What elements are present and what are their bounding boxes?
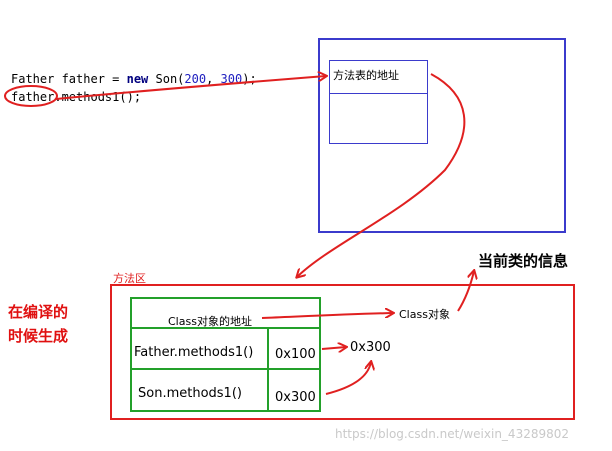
code-line-2: father.methods1(); [11, 90, 141, 104]
method-name: Son.methods1() [138, 386, 242, 401]
arg-number: 200 [184, 72, 207, 86]
class-object-label: Class对象 [399, 308, 450, 321]
method-area-label: 方法区 [113, 272, 146, 285]
code-text: , [206, 72, 221, 86]
code-text: Father father = [11, 72, 127, 86]
code-text: Son( [148, 72, 185, 86]
class-object-address-cell: Class对象的地址 [130, 297, 321, 329]
class-object-address-label: Class对象的地址 [168, 315, 252, 328]
arg-number: 300 [220, 72, 243, 86]
watermark: https://blog.csdn.net/weixin_43289802 [335, 427, 570, 441]
code-text: ); [242, 72, 257, 86]
address-cell-father: 0x100 [267, 327, 321, 370]
method-area-box [110, 284, 575, 420]
current-class-info-note: 当前类的信息 [478, 252, 569, 270]
method-cell-father: Father.methods1() [130, 327, 269, 370]
method-name: Father.methods1() [134, 345, 254, 360]
code-line-1: Father father = new Son(200, 300); [11, 72, 257, 86]
note-line: 在编译的 [8, 303, 69, 321]
method-table-address: 方法表的地址 [330, 61, 427, 94]
keyword-new: new [126, 72, 149, 86]
address-value: 0x300 [275, 390, 316, 405]
variable-father: father [11, 90, 55, 104]
pointer-value: 0x300 [350, 340, 391, 355]
method-cell-son: Son.methods1() [130, 368, 269, 412]
compile-time-note: 在编译的 时候生成 [8, 300, 68, 348]
address-value: 0x100 [275, 347, 316, 362]
address-cell-son: 0x300 [267, 368, 321, 412]
code-text: .methods1(); [54, 90, 142, 104]
note-line: 时候生成 [8, 327, 69, 345]
object-fields: 方法表的地址 [329, 60, 428, 144]
